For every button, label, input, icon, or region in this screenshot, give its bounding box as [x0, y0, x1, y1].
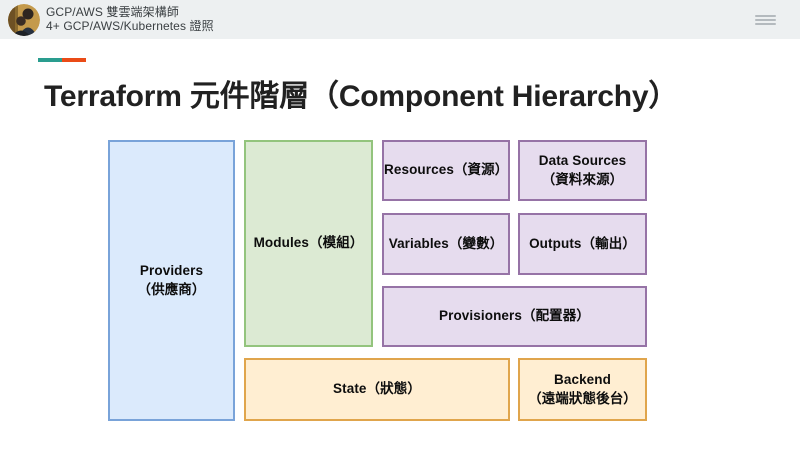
profile-photo-icon	[8, 4, 40, 36]
box-provisioners: Provisioners（配置器）	[382, 286, 647, 347]
page-title: Terraform 元件階層（Component Hierarchy）	[44, 80, 679, 113]
accent-orange-segment	[62, 58, 86, 62]
profile-text-block: GCP/AWS 雙雲端架構師 4+ GCP/AWS/Kubernetes 證照	[46, 5, 214, 33]
box-data-sources-label: Data Sources （資料來源）	[538, 153, 627, 187]
box-backend: Backend （遠端狀態後台）	[518, 358, 647, 421]
box-resources-label: Resources（資源）	[384, 162, 509, 178]
box-variables: Variables（變數）	[382, 213, 510, 275]
title-accent-bar	[38, 58, 86, 62]
box-state: State（狀態）	[244, 358, 510, 421]
box-data-sources: Data Sources （資料來源）	[518, 140, 647, 201]
accent-teal-segment	[38, 58, 62, 62]
box-outputs-label: Outputs（輸出）	[529, 235, 636, 251]
box-modules-label: Modules（模組）	[253, 235, 364, 251]
box-resources: Resources（資源）	[382, 140, 510, 201]
box-modules: Modules（模組）	[244, 140, 373, 347]
profile-subtitle: 4+ GCP/AWS/Kubernetes 證照	[46, 19, 214, 33]
profile-avatar[interactable]	[8, 4, 40, 36]
box-state-label: State（狀態）	[333, 381, 421, 397]
box-backend-label: Backend （遠端狀態後台）	[528, 372, 637, 406]
top-header-bar: GCP/AWS 雙雲端架構師 4+ GCP/AWS/Kubernetes 證照	[0, 0, 800, 39]
box-provisioners-label: Provisioners（配置器）	[439, 308, 590, 324]
box-variables-label: Variables（變數）	[388, 235, 504, 251]
menu-hamburger-icon[interactable]	[755, 15, 776, 25]
box-providers-label: Providers （供應商）	[137, 263, 206, 297]
profile-name: GCP/AWS 雙雲端架構師	[46, 5, 179, 19]
box-providers: Providers （供應商）	[108, 140, 235, 421]
box-outputs: Outputs（輸出）	[518, 213, 647, 275]
